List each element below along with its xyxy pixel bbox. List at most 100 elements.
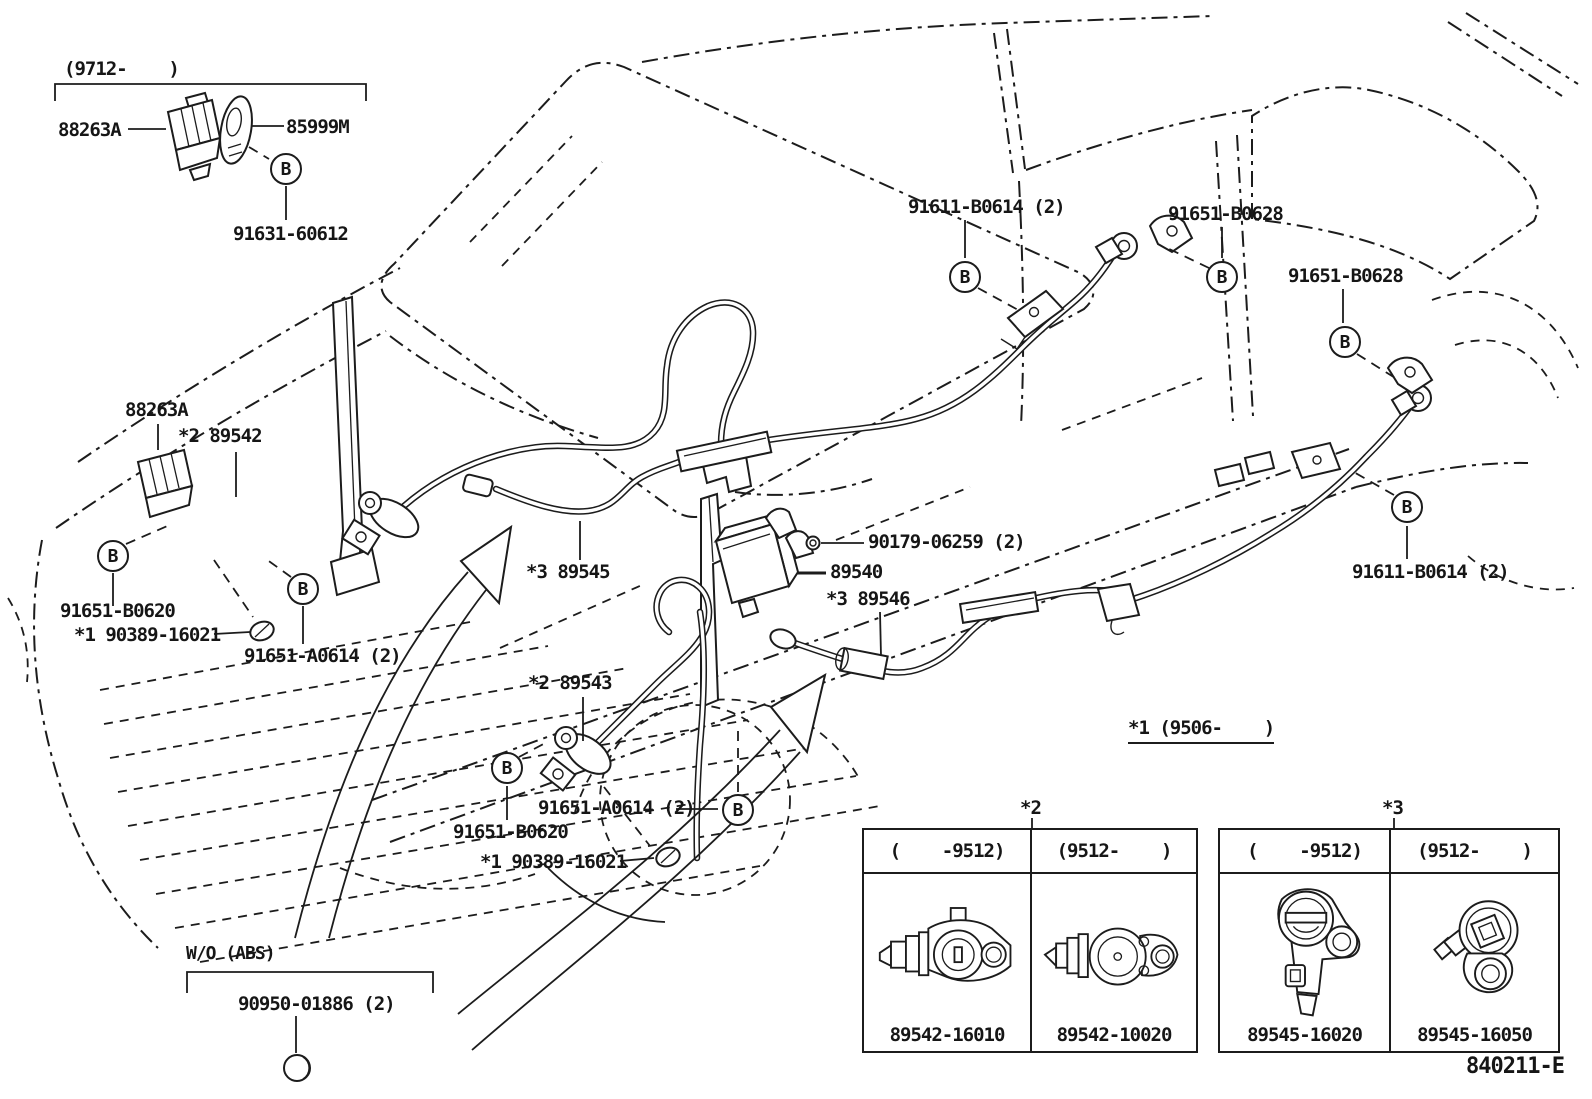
callout-letter: B — [297, 578, 309, 600]
drawing-code: 840211-E — [1466, 1054, 1565, 1079]
callout-b-6: B — [949, 261, 981, 293]
harness-connector-89545 — [462, 473, 494, 498]
part-label-91651-b0628-rear-left: 91651-B0628 — [1168, 203, 1284, 225]
harness-connector-89546 — [769, 628, 797, 650]
harness-bracket — [1290, 441, 1342, 480]
inset-bracket — [54, 83, 367, 101]
part-label-89540: 89540 — [830, 561, 883, 583]
windshield-outline — [380, 61, 1095, 518]
part-label-91631-60612: 91631-60612 — [233, 223, 349, 245]
engine-room-connector-88263a — [136, 448, 194, 519]
grommets — [249, 620, 681, 868]
inset-date-note: (9712- ) — [64, 58, 180, 80]
wo-abs-bracket — [186, 971, 434, 993]
callout-b-2: B — [97, 540, 129, 572]
inset-9712-group — [54, 83, 367, 182]
part-label-90179-06259: 90179-06259 (2) — [868, 531, 1026, 553]
part-label-91651-b0628-rear-right: 91651-B0628 — [1288, 265, 1404, 287]
table2-cell-early: 89542-16010 — [864, 874, 1030, 1051]
callout-b-3: B — [287, 573, 319, 605]
table2-marker: *2 — [1020, 797, 1042, 819]
callout-letter: B — [107, 545, 119, 567]
part-label-91651-b0620-front-right: 91651-B0620 — [453, 821, 569, 843]
table2-col2-header: (9512- ) — [1030, 830, 1196, 874]
table3-col1-header: ( -9512) — [1220, 830, 1389, 874]
part-label-88263a-inset: 88263A — [58, 119, 122, 141]
plug-90950 — [283, 1054, 311, 1082]
part-label-89542: *2 89542 — [178, 425, 263, 447]
part-label-90389-front-right: *1 90389-16021 — [480, 851, 627, 873]
sensor-89545-16050-drawing — [1432, 900, 1518, 994]
date-note-9506: *1 (9506- ) — [1128, 718, 1275, 744]
rear-left-sensor-harness-89545 — [492, 456, 688, 515]
callout-letter: B — [1339, 331, 1351, 353]
part-label-89546: *3 89546 — [826, 588, 911, 610]
callout-b-1: B — [270, 153, 302, 185]
rear-wheel-arch — [1431, 290, 1579, 369]
car-body-outline — [33, 12, 1579, 949]
part-label-91611-b0614-rear-left: 91611-B0614 (2) — [908, 196, 1066, 218]
front-left-sensor-harness-89542 — [400, 299, 757, 510]
table3-marker: *3 — [1382, 797, 1404, 819]
wo-abs-group — [186, 971, 434, 1082]
part-number-89542-10020: 89542-10020 — [1056, 1024, 1173, 1046]
harness-bracket — [1006, 289, 1065, 339]
table2-col1-header: ( -9512) — [864, 830, 1030, 874]
harness-fittings — [341, 214, 1434, 792]
arrow-shaft — [457, 729, 781, 1015]
callout-b-7: B — [1206, 261, 1238, 293]
arrow-head — [459, 524, 513, 606]
wo-abs-note: W/O (ABS) — [186, 943, 276, 964]
harness-clamp — [958, 591, 1040, 624]
part-label-91651-a0614-right: 91651-A0614 (2) — [538, 797, 696, 819]
callout-b-5: B — [722, 794, 754, 826]
table3-cell-early: 89545-16020 — [1220, 874, 1389, 1051]
sensor-89542-16010-drawing — [878, 907, 1012, 982]
callout-letter: B — [959, 266, 971, 288]
part-number-89542-16010: 89542-16010 — [889, 1024, 1006, 1046]
front-right-sensor-harness-89543 — [594, 576, 713, 746]
part-label-90389-front-left: *1 90389-16021 — [74, 624, 221, 646]
rear-side-window — [1251, 86, 1539, 281]
table3-col2-header: (9512- ) — [1389, 830, 1558, 874]
callout-b-9: B — [1391, 491, 1423, 523]
rocker-line — [371, 448, 1350, 801]
callout-letter: B — [1401, 496, 1413, 518]
table3-cell-late: 89545-16050 — [1389, 874, 1558, 1051]
callout-b-4: B — [491, 752, 523, 784]
part-number-89545-16020: 89545-16020 — [1247, 1024, 1363, 1046]
sensor-85999m — [219, 95, 253, 165]
front-grille-hatch — [99, 621, 881, 963]
variant-table-89545: ( -9512) (9512- ) 89545-16020 89545-1605… — [1218, 828, 1560, 1053]
body-brackets — [329, 295, 724, 709]
part-label-89545: *3 89545 — [526, 561, 611, 583]
harness-bracket — [1096, 582, 1141, 623]
variant-table-89542: ( -9512) (9512- ) 89542-16010 — [862, 828, 1198, 1053]
part-label-91651-b0620-front-left: 91651-B0620 — [60, 600, 176, 622]
front-wheel-well — [599, 704, 791, 896]
part-label-91651-a0614-left: 91651-A0614 (2) — [244, 645, 402, 667]
part-label-89543: *2 89543 — [528, 672, 613, 694]
callout-b-8: B — [1329, 326, 1361, 358]
callout-letter: B — [1216, 266, 1228, 288]
table2-cell-late: 89542-10020 — [1030, 874, 1196, 1051]
sensor-89545-16020-drawing — [1276, 888, 1360, 1017]
part-label-88263a-engine: 88263A — [125, 399, 189, 421]
part-label-85999m: 85999M — [286, 116, 350, 138]
callout-letter: B — [280, 158, 292, 180]
ecu-mount-bolt — [805, 535, 821, 551]
roof-line — [641, 15, 1213, 63]
reference-arrows — [294, 524, 827, 1051]
abs-ecu-89540 — [713, 507, 821, 619]
part-label-90950-01886: 90950-01886 (2) — [238, 993, 396, 1015]
sensor-89542-10020-drawing — [1043, 927, 1179, 986]
arrow-shaft — [294, 571, 469, 939]
callout-letter: B — [732, 799, 744, 821]
leader-lines — [112, 125, 1408, 1053]
callout-dash-lines — [125, 146, 1401, 847]
callout-letter: B — [501, 757, 513, 779]
part-label-91611-b0614-rear-right: 91611-B0614 (2) — [1352, 561, 1510, 583]
part-number-89545-16050: 89545-16050 — [1417, 1024, 1533, 1046]
